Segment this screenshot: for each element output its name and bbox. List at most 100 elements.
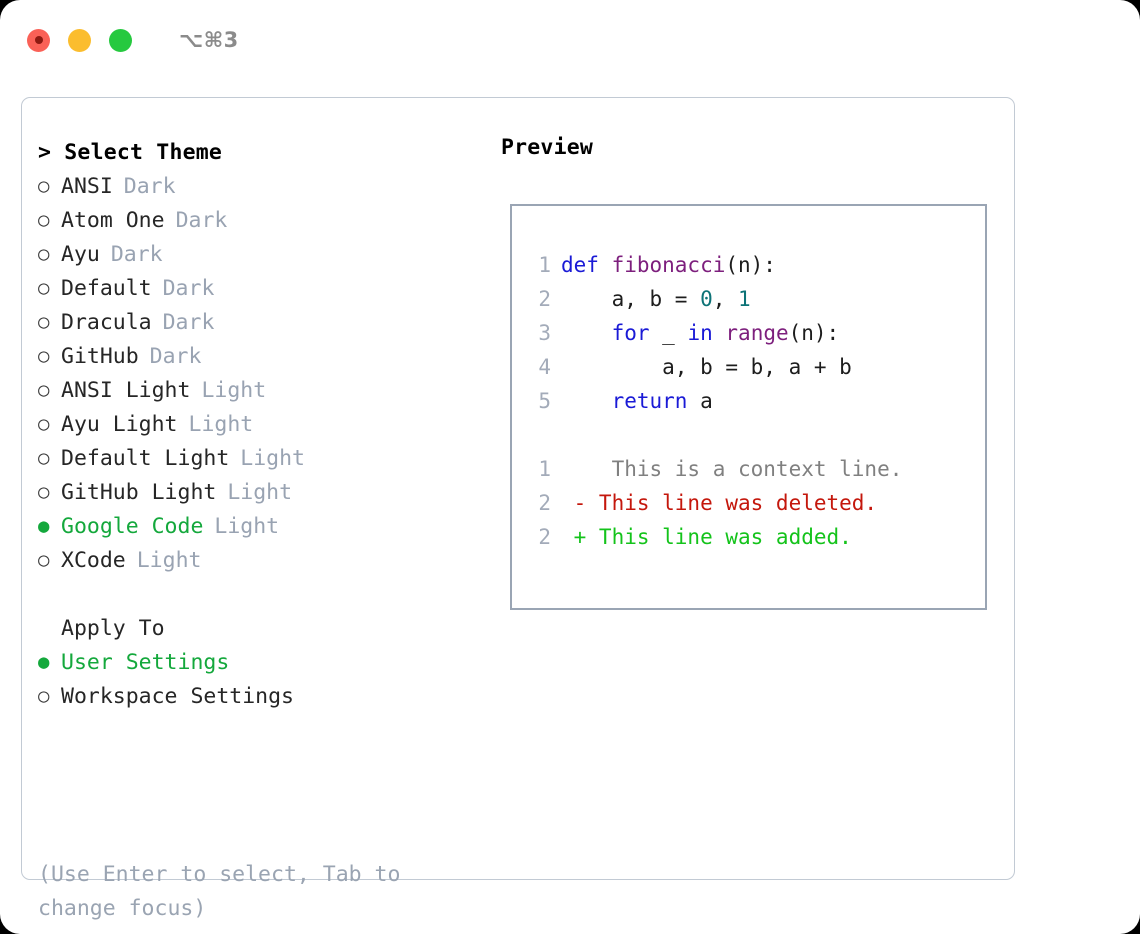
theme-item-label: GitHub Light [61,479,217,505]
code-token: a [687,389,713,413]
maximize-button[interactable] [109,28,132,52]
diff-line-content: This is a context line. [561,457,903,481]
theme-item[interactable]: ○ ANSI Light Light [38,373,488,407]
code-line: 2 a, b = 0, 1 [525,282,902,316]
keyboard-shortcut-label: ⌥⌘3 [179,28,239,52]
code-line-content: for _ in range(n): [561,316,840,350]
apply-to-options: ● User Settings ○Workspace Settings [38,645,488,713]
radio-selected-icon[interactable]: ● [38,514,50,537]
code-token: (n): [725,253,776,277]
code-token: range [725,321,789,345]
code-token: 1 [738,287,751,311]
theme-item[interactable]: ○ ANSI Dark [38,169,488,203]
theme-item-label: Google Code [61,513,204,539]
code-token: a, b = b, a + b [561,355,852,379]
minimize-button[interactable] [68,28,91,52]
code-token: (n): [788,321,840,345]
close-button[interactable] [27,28,50,52]
diff-line: 1 This is a context line. [525,452,902,486]
diff-line: 2 + This line was added. [525,520,902,554]
radio-unselected-icon[interactable]: ○ [38,174,50,197]
line-number: 1 [538,457,551,481]
diff-line-content: - This line was deleted. [561,491,878,515]
line-number: 5 [538,389,551,413]
theme-item-variant-tag: Light [201,377,267,403]
radio-unselected-icon[interactable]: ○ [38,412,50,435]
code-token: _ [649,321,688,345]
radio-unselected-icon[interactable]: ○ [38,276,50,299]
radio-unselected-icon[interactable]: ○ [38,446,50,469]
theme-item-label: Ayu [61,241,100,267]
theme-item[interactable]: ○ GitHub Light Light [38,475,488,509]
radio-unselected-icon[interactable]: ○ [38,480,50,503]
theme-item-label: GitHub [61,343,139,369]
diff-line: 2 - This line was deleted. [525,486,902,520]
theme-item-label: XCode [61,547,126,573]
theme-item-variant-tag: Light [227,479,293,505]
theme-item-label: ANSI [61,173,113,199]
code-line-content: def fibonacci(n): [561,248,776,282]
apply-to-option[interactable]: ○Workspace Settings [38,679,488,713]
code-token [561,389,612,413]
radio-unselected-icon[interactable]: ○ [38,242,50,265]
code-token: fibonacci [611,253,726,277]
radio-unselected-icon[interactable]: ○ [38,684,50,707]
code-token: 0 [700,287,713,311]
code-token: def [561,253,612,277]
code-line: 4 a, b = b, a + b [525,350,902,384]
apply-to-header: Apply To [61,615,165,641]
theme-item-variant-tag: Light [136,547,202,573]
code-token: in [687,321,713,345]
radio-unselected-icon[interactable]: ○ [38,310,50,333]
theme-item-variant-tag: Dark [175,207,228,233]
theme-item[interactable]: ● Google Code Light [38,509,488,543]
line-number: 1 [538,253,551,277]
code-token [561,321,612,345]
radio-unselected-icon[interactable]: ○ [38,208,50,231]
theme-item-variant-tag: Light [214,513,280,539]
line-number: 2 [538,491,551,515]
section-spacer [38,577,488,611]
code-diff-separator [525,418,902,452]
theme-item-label: Ayu Light [61,411,178,437]
line-number: 2 [538,525,551,549]
theme-item-variant-tag: Light [240,445,306,471]
code-line-content: a, b = 0, 1 [561,282,751,316]
code-token: for [611,321,650,345]
code-token: , [712,287,739,311]
radio-unselected-icon[interactable]: ○ [38,344,50,367]
line-number: 2 [538,287,551,311]
theme-item[interactable]: ○ XCode Light [38,543,488,577]
line-number: 3 [538,321,551,345]
radio-unselected-icon[interactable]: ○ [38,378,50,401]
radio-unselected-icon[interactable]: ○ [38,548,50,571]
theme-item[interactable]: ○ Atom One Dark [38,203,488,237]
theme-item-variant-tag: Dark [110,241,163,267]
code-line: 5 return a [525,384,902,418]
preview-title: Preview [501,135,594,160]
keyboard-hint-text: (Use Enter to select, Tab to change focu… [38,862,401,921]
theme-item-label: ANSI Light [61,377,191,403]
apply-to-option-label: User Settings [61,649,230,675]
diff-line-content: + This line was added. [561,525,852,549]
apply-to-option[interactable]: ● User Settings [38,645,488,679]
theme-item[interactable]: ○ GitHub Dark [38,339,488,373]
theme-item-variant-tag: Dark [123,173,176,199]
theme-item-variant-tag: Dark [149,343,202,369]
radio-selected-icon[interactable]: ● [38,650,50,673]
theme-item-label: Atom One [61,207,165,233]
theme-item[interactable]: ○ Ayu Dark [38,237,488,271]
traffic-lights [27,28,132,52]
theme-item-variant-tag: Dark [162,275,215,301]
